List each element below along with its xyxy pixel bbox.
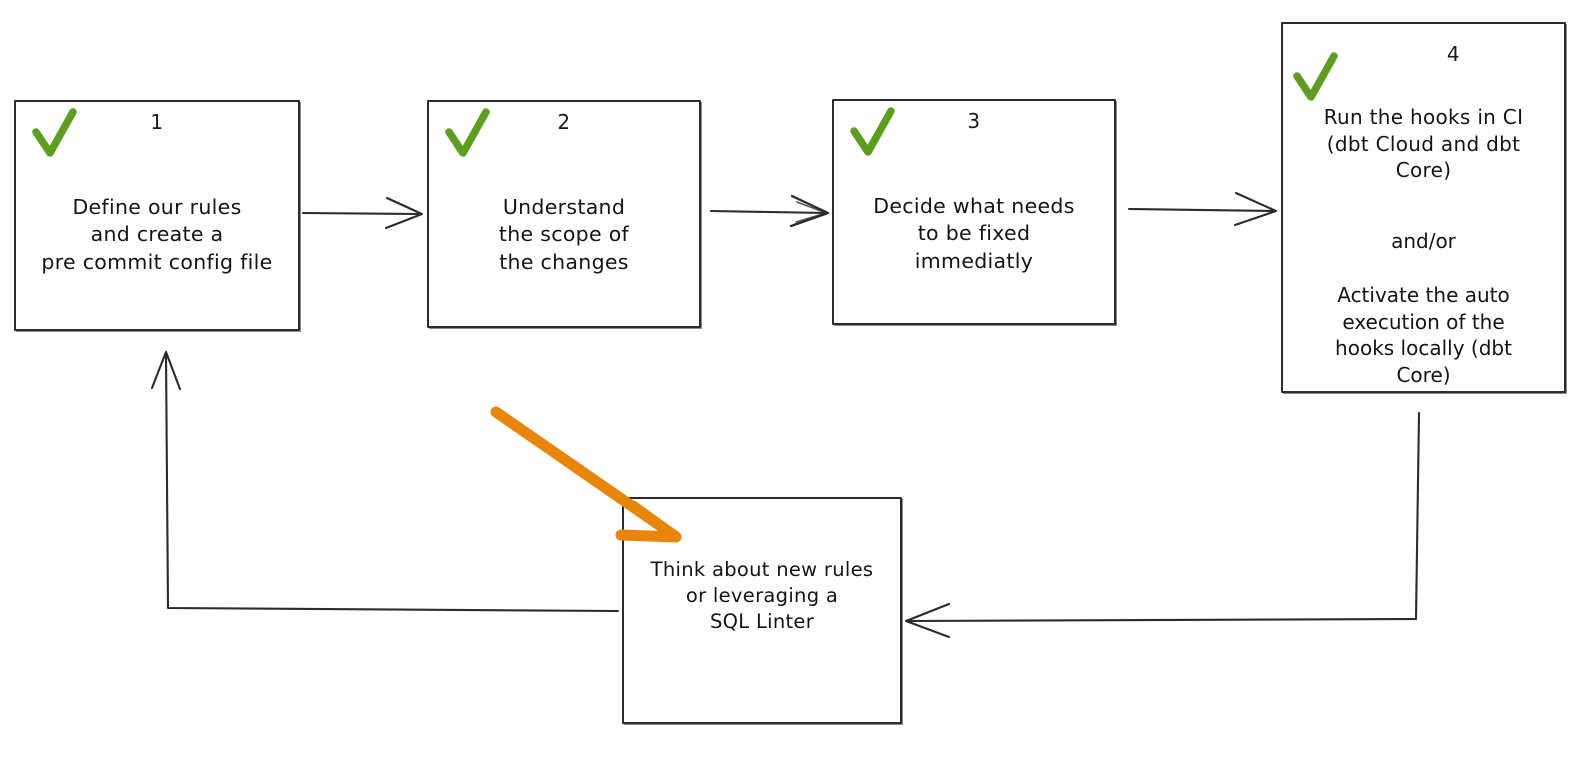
flow-node-4-text-middle: and/or bbox=[1391, 229, 1456, 253]
flow-node-3-text: Decide what needs to be fixed immediatly bbox=[873, 194, 1075, 273]
orange-pointer-arrow-icon bbox=[490, 406, 682, 543]
check-mark-icon bbox=[32, 108, 77, 157]
flow-node-4-number: 4 bbox=[1446, 42, 1461, 66]
flow-node-4-text: Run the hooks in CI (dbt Cloud and dbt C… bbox=[1323, 105, 1524, 183]
check-mark-icon bbox=[850, 107, 895, 156]
arrow-4-to-loop bbox=[904, 411, 1421, 639]
check-mark-icon bbox=[445, 108, 490, 157]
flow-node-loop-back-text: Think about new rules or leveraging a SQ… bbox=[650, 558, 874, 633]
arrow-2-to-3 bbox=[709, 194, 830, 228]
flow-node-1-number: 1 bbox=[150, 110, 164, 134]
flow-node-2-number: 2 bbox=[557, 110, 571, 134]
arrow-1-to-2 bbox=[301, 196, 424, 230]
flow-node-loop-back[interactable]: Think about new rules or leveraging a SQ… bbox=[622, 497, 902, 724]
flow-node-4[interactable]: 4 Run the hooks in CI (dbt Cloud and dbt… bbox=[1281, 22, 1566, 393]
flow-node-2[interactable]: 2 Understand the scope of the changes bbox=[427, 100, 701, 328]
flow-node-2-text: Understand the scope of the changes bbox=[498, 195, 630, 274]
flow-node-1[interactable]: 1 Define our rules and create a pre comm… bbox=[14, 100, 300, 331]
flow-node-3-number: 3 bbox=[967, 109, 981, 133]
flow-node-4-text-lower: Activate the auto execution of the hooks… bbox=[1335, 283, 1512, 387]
flow-node-3[interactable]: 3 Decide what needs to be fixed immediat… bbox=[832, 99, 1116, 325]
arrow-3-to-4 bbox=[1127, 191, 1278, 227]
flow-node-1-text: Define our rules and create a pre commit… bbox=[41, 195, 273, 274]
check-mark-icon bbox=[1293, 52, 1338, 101]
